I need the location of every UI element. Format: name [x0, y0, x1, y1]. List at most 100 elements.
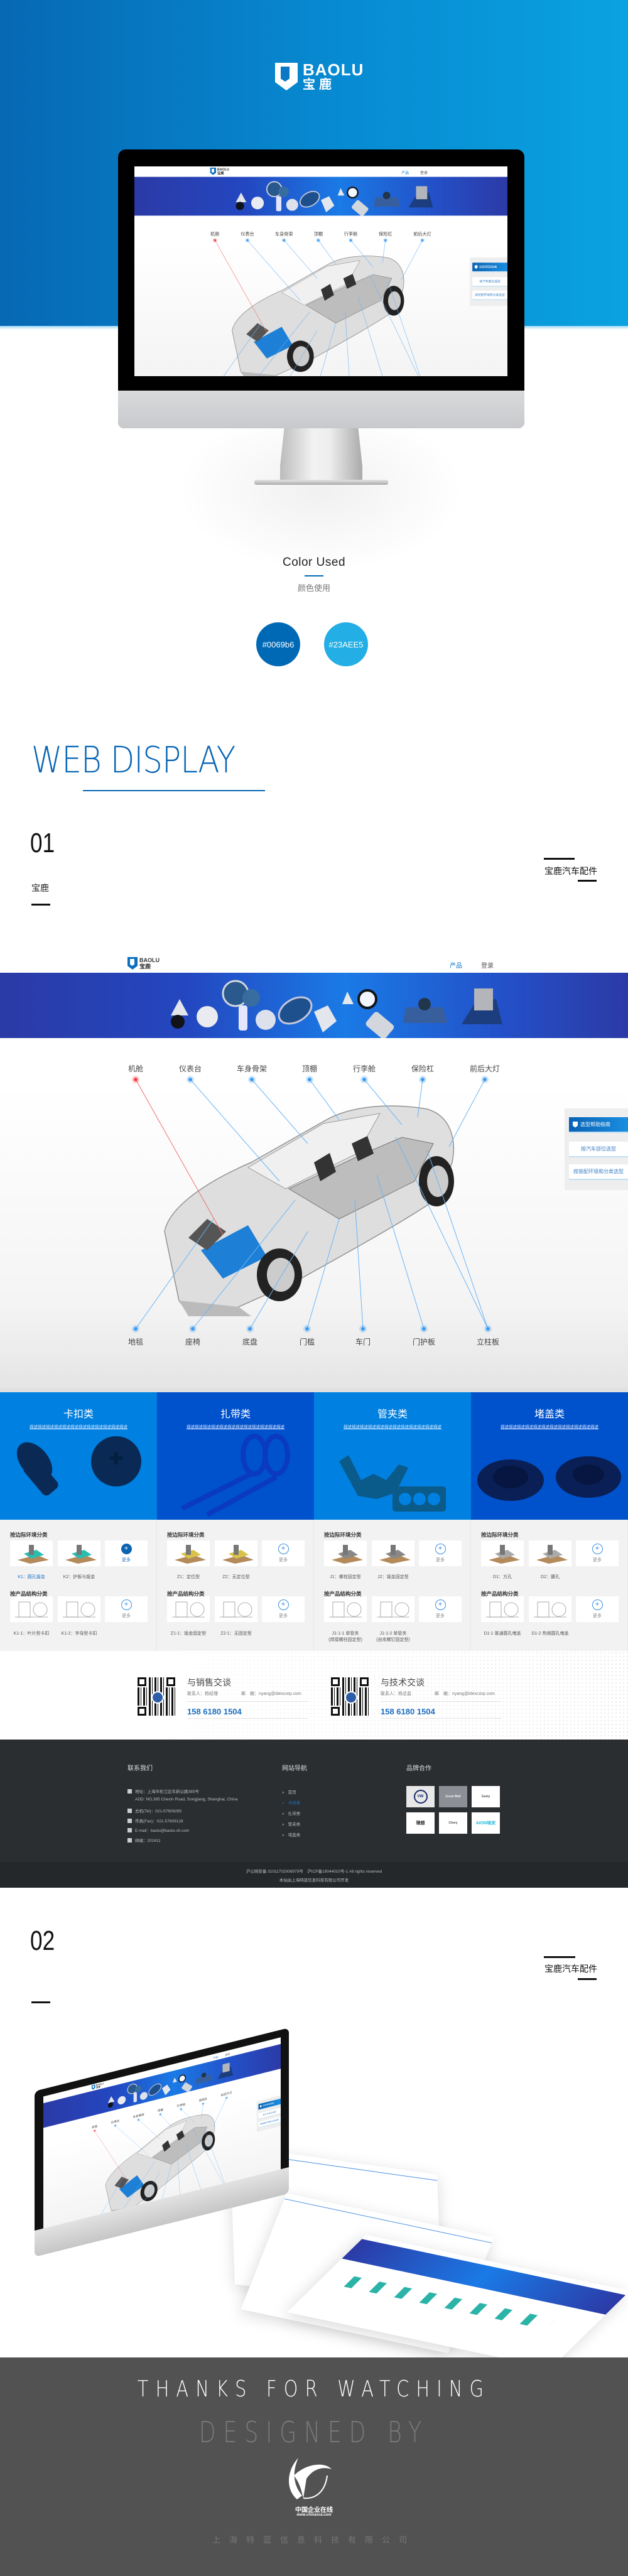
product-caption[interactable]: J1：螺栓固定型 — [330, 1575, 361, 1579]
more-button[interactable]: +更多 — [576, 1596, 619, 1622]
car-part-label[interactable]: 前后大灯 — [413, 231, 431, 237]
product-tile[interactable] — [372, 1596, 414, 1622]
part-dot[interactable] — [420, 1325, 428, 1333]
nav-products[interactable]: 产品 — [401, 171, 409, 175]
category-title[interactable]: 堵盖类 — [534, 1409, 565, 1420]
product-tile[interactable] — [58, 1596, 100, 1622]
car-part-label[interactable]: 立柱板 — [476, 1338, 499, 1346]
product-caption[interactable]: D1：方孔 — [493, 1575, 512, 1579]
product-caption[interactable]: D2：腰孔 — [541, 1575, 560, 1579]
product-tile[interactable] — [10, 1540, 53, 1566]
part-dot[interactable] — [212, 238, 217, 243]
category-title[interactable]: 管夹类 — [377, 1409, 408, 1420]
part-dot[interactable] — [187, 1076, 194, 1083]
nav-products[interactable]: 产品 — [450, 963, 462, 970]
car-part-label[interactable]: 地毯 — [127, 1338, 143, 1346]
more-button[interactable]: +更多 — [105, 1540, 148, 1566]
car-part-label[interactable]: 门护板 — [412, 1338, 435, 1346]
category-description[interactable]: 描述描述描述描述描述描述描述描述描述描述描述描述 — [344, 1425, 441, 1429]
part-dot[interactable] — [359, 1325, 367, 1333]
car-part-label[interactable]: 行李舱 — [352, 1064, 376, 1073]
footer-nav-link[interactable]: »卡扣类 — [282, 1799, 300, 1805]
car-part-label[interactable]: 前后大灯 — [469, 1064, 500, 1073]
selection-guide-button[interactable]: 选型帮助指南 — [569, 1117, 628, 1132]
contact-phone[interactable]: 158 6180 1504 — [187, 1707, 242, 1716]
footer-nav-link[interactable]: »扎带类 — [282, 1810, 300, 1816]
more-button[interactable]: +更多 — [419, 1540, 462, 1566]
site-logo[interactable]: BAOLU 宝鹿 — [127, 957, 160, 970]
product-caption[interactable]: D1-2 热熔圆孔堵盖 — [531, 1632, 569, 1636]
product-caption[interactable]: K2：护板与钣金 — [63, 1575, 95, 1579]
part-dot[interactable] — [202, 2102, 205, 2106]
footer-nav-link[interactable]: »堵盖类 — [282, 1831, 300, 1837]
category-banner[interactable]: 管夹类描述描述描述描述描述描述描述描述描述描述描述描述 — [314, 1392, 471, 1520]
product-tile[interactable] — [372, 1540, 414, 1566]
part-dot[interactable] — [132, 1076, 139, 1083]
more-button[interactable]: +更多 — [262, 1596, 305, 1622]
select-by-car-part[interactable]: 按汽车部位选型 — [472, 277, 507, 286]
category-banner[interactable]: 堵盖类描述描述描述描述描述描述描述描述描述描述描述描述 — [471, 1392, 628, 1520]
site-logo[interactable]: BAOLU 宝鹿 — [210, 167, 229, 175]
brand-logo[interactable]: Great Wall — [439, 1786, 467, 1807]
product-tile[interactable] — [58, 1540, 100, 1566]
product-caption[interactable]: Z1-1：钣金固定型 — [170, 1632, 207, 1636]
category-banner[interactable]: 扎带类描述描述描述描述描述描述描述描述描述描述描述描述 — [157, 1392, 314, 1520]
product-caption[interactable]: Z2：无定位型 — [222, 1575, 250, 1579]
part-dot[interactable] — [348, 238, 354, 243]
brand-logo[interactable]: VW — [406, 1786, 435, 1807]
product-caption[interactable]: Z2-1：无固定型 — [220, 1632, 252, 1636]
part-dot[interactable] — [281, 238, 286, 243]
contact-phone[interactable]: 158 6180 1504 — [381, 1707, 435, 1716]
category-description[interactable]: 描述描述描述描述描述描述描述描述描述描述描述描述 — [30, 1425, 127, 1429]
brand-logo[interactable]: Chery — [439, 1812, 467, 1834]
part-dot[interactable] — [481, 1076, 489, 1083]
product-tile[interactable] — [324, 1596, 367, 1622]
product-caption[interactable]: D1-1 普通圆孔堵盖 — [484, 1632, 521, 1636]
product-tile[interactable] — [481, 1596, 524, 1622]
car-part-label[interactable]: 顶棚 — [313, 231, 323, 237]
car-part-label[interactable]: 座椅 — [185, 1338, 200, 1346]
product-tile[interactable] — [167, 1540, 210, 1566]
car-part-label[interactable]: 底盘 — [242, 1338, 257, 1346]
product-tile[interactable] — [481, 1540, 524, 1566]
product-tile[interactable] — [529, 1540, 571, 1566]
footer-nav-link[interactable]: »管夹类 — [282, 1821, 300, 1827]
product-tile[interactable] — [215, 1540, 257, 1566]
part-dot[interactable] — [93, 2129, 96, 2133]
product-caption[interactable]: J1-1-2 单管夹 — [379, 1632, 407, 1636]
nav-login[interactable]: 登录 — [420, 171, 428, 175]
car-part-label[interactable]: 机舱 — [127, 1064, 143, 1073]
car-part-label[interactable]: 车身骨架 — [274, 231, 293, 237]
car-part-label[interactable]: 门槛 — [299, 1338, 315, 1346]
category-title[interactable]: 卡扣类 — [63, 1409, 94, 1420]
product-caption[interactable]: J2：钣金固定型 — [377, 1575, 409, 1579]
brand-logo[interactable]: AION埃安 — [472, 1812, 500, 1834]
part-dot[interactable] — [132, 1325, 139, 1333]
select-by-car-part[interactable]: 按汽车部位选型 — [569, 1142, 628, 1156]
part-dot[interactable] — [420, 238, 425, 243]
product-tile[interactable] — [10, 1596, 53, 1622]
more-button[interactable]: +更多 — [576, 1540, 619, 1566]
part-dot[interactable] — [225, 2096, 229, 2100]
car-part-label[interactable]: 顶棚 — [301, 1064, 317, 1073]
more-button[interactable]: +更多 — [262, 1540, 305, 1566]
part-dot[interactable] — [245, 238, 250, 243]
part-dot[interactable] — [360, 1076, 368, 1083]
part-dot[interactable] — [316, 238, 321, 243]
select-by-environment[interactable]: 按装配环境和分类选型 — [472, 290, 507, 300]
part-dot[interactable] — [137, 2118, 140, 2122]
part-dot[interactable] — [159, 2113, 162, 2116]
part-dot[interactable] — [189, 1325, 197, 1333]
car-part-label[interactable]: 机舱 — [210, 231, 220, 237]
car-part-label[interactable]: 车门 — [355, 1338, 371, 1346]
product-tile[interactable] — [215, 1596, 257, 1622]
car-part-label[interactable]: 保险杠 — [411, 1064, 434, 1073]
product-caption[interactable]: K1-1：叶片型卡扣 — [13, 1632, 50, 1636]
brand-logo[interactable]: Geely — [472, 1786, 500, 1807]
car-part-label[interactable]: 仪表台 — [178, 1064, 202, 1073]
category-banner[interactable]: 卡扣类描述描述描述描述描述描述描述描述描述描述描述描述 — [0, 1392, 157, 1520]
part-dot[interactable] — [306, 1076, 313, 1083]
part-dot[interactable] — [303, 1325, 311, 1333]
part-dot[interactable] — [419, 1076, 426, 1083]
category-description[interactable]: 描述描述描述描述描述描述描述描述描述描述描述描述 — [501, 1425, 598, 1429]
